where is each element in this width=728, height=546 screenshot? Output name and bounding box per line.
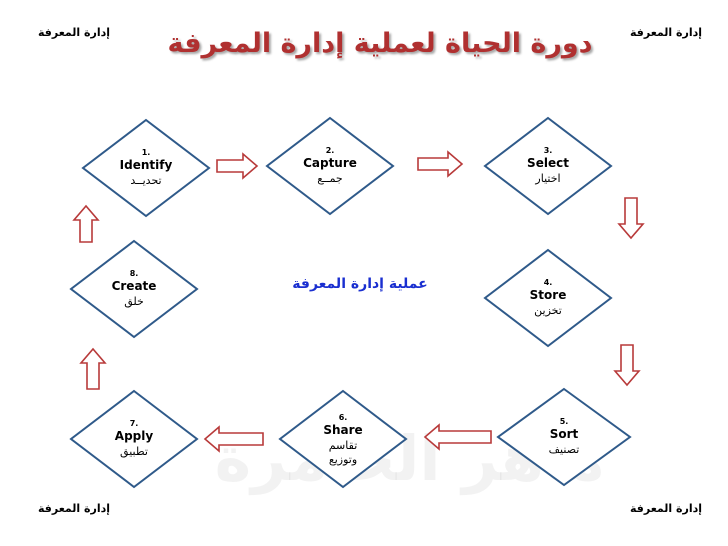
step-diamond <box>483 116 613 216</box>
step-label-ar: خلق <box>124 295 144 309</box>
step-label-en: Apply <box>115 429 154 443</box>
step-label-ar: تصنيف <box>549 443 580 456</box>
corner-label-bottom-left: إدارة المعرفة <box>38 502 111 515</box>
step-node-8: 8.Create خلق <box>69 239 199 339</box>
step-label-en: Select <box>527 156 569 170</box>
step-label-en: Identify <box>120 158 173 172</box>
step-diamond <box>483 248 613 348</box>
step-label-ar: تحديــد <box>130 174 161 187</box>
step-diamond <box>265 116 395 216</box>
step-label-en: Store <box>530 288 567 302</box>
step-node-2: 2.Capture جمــع <box>265 116 395 216</box>
step-diamond <box>496 387 632 487</box>
step-diamond <box>69 239 199 339</box>
step-label-en: Capture <box>303 156 357 170</box>
step-number: 3. <box>544 146 553 155</box>
corner-label-bottom-right: إدارة المعرفة <box>630 502 703 515</box>
arrow-7-to-8 <box>79 347 107 390</box>
step-number: 4. <box>544 278 553 287</box>
step-diamond <box>81 118 211 218</box>
arrow-6-to-7 <box>203 425 264 453</box>
page-title: دورة الحياة لعملية إدارة المعرفة <box>167 28 593 59</box>
step-diamond <box>278 389 408 489</box>
step-number: 6. <box>339 413 348 422</box>
corner-label-top-right: إدارة المعرفة <box>630 26 703 39</box>
arrow-5-to-6 <box>423 423 492 451</box>
step-label-en: Share <box>323 423 362 437</box>
step-node-5: 5.Sort تصنيف <box>496 387 632 487</box>
step-label-ar: جمــع <box>317 172 342 185</box>
corner-label-top-left: إدارة المعرفة <box>38 26 111 39</box>
arrow-8-to-1 <box>72 204 100 243</box>
step-label-ar: وتوزيع <box>329 453 357 466</box>
arrow-1-to-2 <box>216 152 259 180</box>
step-node-4: 4.Store تخزين <box>483 248 613 348</box>
step-node-1: 1.Identify تحديــد <box>81 118 211 218</box>
step-number: 1. <box>142 148 151 157</box>
step-number: 5. <box>560 417 569 426</box>
center-label: عملية إدارة المعرفة <box>292 276 428 292</box>
step-label-ar: تطبيق <box>120 445 148 459</box>
step-node-3: 3.Select اختيار <box>483 116 613 216</box>
step-diamond <box>69 389 199 489</box>
arrow-4-to-5 <box>613 344 641 387</box>
step-label-ar: اختيار <box>534 172 560 185</box>
step-label-en: Sort <box>550 427 579 441</box>
step-number: 8. <box>130 269 139 278</box>
step-number: 7. <box>130 419 139 428</box>
arrow-2-to-3 <box>417 150 464 178</box>
step-label-en: Create <box>112 279 157 293</box>
step-number: 2. <box>326 146 335 155</box>
step-node-7: 7.Apply تطبيق <box>69 389 199 489</box>
step-label-ar: تقاسم <box>329 439 358 452</box>
step-label-ar: تخزين <box>534 304 562 317</box>
arrow-3-to-4 <box>617 197 645 240</box>
